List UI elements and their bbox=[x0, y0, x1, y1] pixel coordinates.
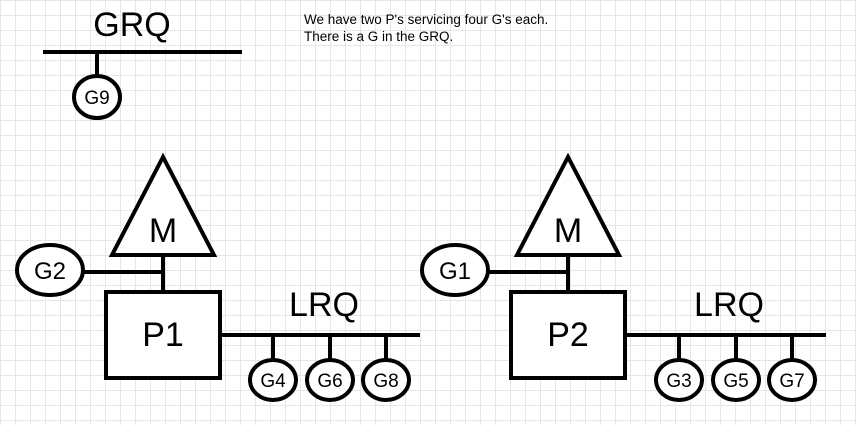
goroutine-g1 bbox=[420, 243, 490, 297]
goroutine-g2-label: G2 bbox=[34, 258, 66, 285]
goroutine-g8-label: G8 bbox=[373, 371, 398, 392]
goroutine-g4 bbox=[248, 358, 298, 402]
processor-label-2: P2 bbox=[547, 316, 589, 354]
note-line-1: We have two P's servicing four G's each. bbox=[304, 12, 549, 27]
goroutine-g7 bbox=[767, 358, 817, 402]
goroutine-g2 bbox=[15, 243, 85, 297]
goroutine-g4-label: G4 bbox=[260, 371, 286, 392]
processor-group-1: M G2 P1 LRQ G4 G6 G8 bbox=[15, 152, 420, 402]
processor-group-2: M G1 P2 LRQ G3 G5 G7 bbox=[420, 152, 826, 402]
lrq-label-2: LRQ bbox=[694, 286, 764, 324]
goroutine-g9-label: G9 bbox=[84, 88, 109, 109]
goroutine-g6 bbox=[305, 358, 355, 402]
goroutine-g7-label: G7 bbox=[779, 371, 804, 392]
goroutine-g9 bbox=[72, 74, 122, 120]
goroutine-g8 bbox=[361, 358, 411, 402]
machine-label-2: M bbox=[554, 212, 582, 250]
description-note: We have two P's servicing four G's each.… bbox=[304, 11, 548, 45]
machine-label-1: M bbox=[149, 212, 177, 250]
goroutine-g5 bbox=[711, 358, 761, 402]
goroutine-g3-label: G3 bbox=[666, 371, 691, 392]
goroutine-g5-label: G5 bbox=[723, 371, 748, 392]
lrq-label-1: LRQ bbox=[289, 286, 359, 324]
grq-label: GRQ bbox=[93, 6, 170, 44]
goroutine-g3 bbox=[654, 358, 704, 402]
processor-label-1: P1 bbox=[142, 316, 184, 354]
global-run-queue: GRQ G9 bbox=[43, 6, 242, 120]
note-line-2: There is a G in the GRQ. bbox=[304, 29, 454, 44]
goroutine-g6-label: G6 bbox=[317, 371, 342, 392]
goroutine-g1-label: G1 bbox=[439, 258, 471, 285]
